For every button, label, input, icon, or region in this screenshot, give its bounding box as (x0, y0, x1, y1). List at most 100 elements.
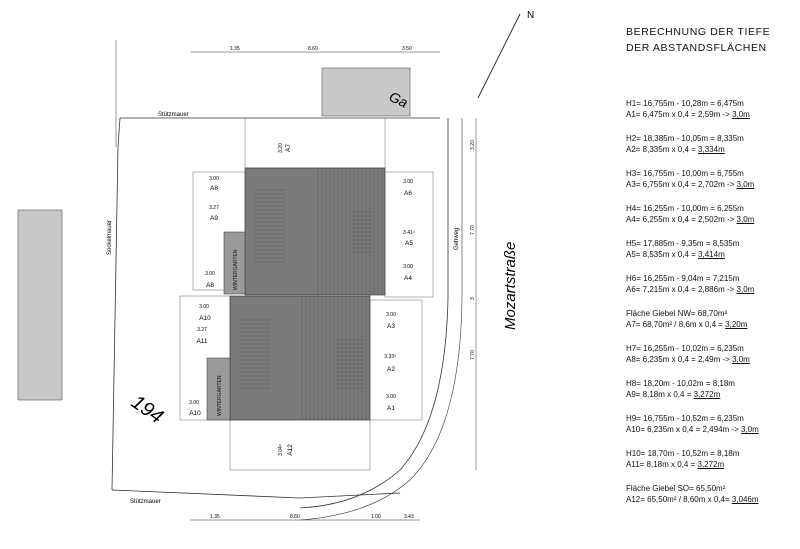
area-name: A4 (404, 275, 412, 282)
dim-bottom-3: 1.00 (371, 514, 381, 520)
area-depth: 3.00 (403, 179, 413, 185)
area-depth: 3.33³ (384, 354, 396, 360)
calc-line2-text: A5= 8,535m x 0,4 = (626, 250, 699, 259)
calc-line2: A1= 6,475m x 0,4 = 2,59m -> 3,0m (626, 109, 796, 120)
dim-right-bot: 7.70 (470, 350, 476, 360)
garage (321, 67, 411, 117)
calc-title: BERECHNUNG DER TIEFE DER ABSTANDSFLÄCHEN (626, 24, 796, 56)
calc-line2-text: A3= 6,755m x 0,4 = 2,702m -> (626, 180, 737, 189)
stuetzmauer-top-label: Stützmauer (158, 112, 189, 118)
area-depth: 3.20 (278, 143, 284, 153)
north-arrow (477, 13, 521, 99)
house-upper (244, 167, 386, 296)
area-name: A2 (387, 366, 395, 373)
calc-result: 3,20m (725, 320, 748, 329)
calc-line2: A6= 7,215m x 0,4 = 2,886m -> 3,0m (626, 284, 796, 295)
calculation-panel: BERECHNUNG DER TIEFE DER ABSTANDSFLÄCHEN… (626, 24, 796, 518)
area-name: A11 (196, 338, 207, 345)
calc-line1: H8= 18,20m - 10,02m = 8,18m (626, 379, 735, 388)
area-depth: 3.00 (386, 394, 396, 400)
area-depth: 3.00 (189, 400, 199, 406)
dim-bottom-2: 8.60 (290, 514, 300, 520)
wintergarten-lower-label: WINTERGARTEN (217, 375, 223, 416)
north-label: N (527, 10, 534, 21)
calc-line1: H2= 18,385m - 10,05m = 8,335m (626, 134, 744, 143)
area-depth: 3.00 (386, 312, 396, 318)
dim-bottom-4: 3.43 (404, 514, 414, 520)
calc-line1: H7= 16,255m - 10,02m = 6,235m (626, 344, 744, 353)
site-plan: N 1.35 8.60 3.50 1.35 8.60 1.00 3.43 3.2… (17, 10, 534, 521)
calc-line1: H9= 16,755m - 10,52m = 6,235m (626, 414, 744, 423)
wintergarten-upper (223, 231, 246, 295)
calc-line2: A9= 8,18m x 0,4 = 3,272m (626, 389, 796, 400)
street-label: Mozartstraße (502, 242, 519, 330)
area-depth: 3.04⁶ (278, 444, 284, 456)
stuetzmauer-bottom-label: Stützmauer (130, 499, 161, 505)
calc-result: 3,0m (740, 425, 759, 434)
area-name: A6 (404, 190, 412, 197)
area-name: A12 (287, 444, 294, 456)
calc-line1: H10= 18,70m - 10,52m = 8,18m (626, 449, 740, 458)
calc-result: 3,414m (698, 250, 725, 259)
area-depth: 3.00 (199, 304, 209, 310)
calc-line2: A2= 8,335m x 0,4 = 3,334m (626, 144, 796, 155)
roof-hatch (240, 168, 383, 420)
calc-line1: H6= 16,255m - 9,04m = 7,215m (626, 274, 740, 283)
area-name: A8 (206, 282, 214, 289)
area-a7-box (244, 117, 386, 169)
calc-line2: A5= 8,535m x 0,4 = 3,414m (626, 249, 796, 260)
calc-line2-text: A10= 6,235m x 0,4 = 2,494m -> (626, 425, 741, 434)
area-name: A1 (387, 405, 395, 412)
calc-result: 3,0m (732, 110, 750, 119)
area-name: A9 (210, 215, 218, 222)
area-depth: 3.27 (209, 205, 219, 211)
calc-line1: H1= 16,755m - 10,28m = 6,475m (626, 99, 744, 108)
wintergarten-upper-label: WINTERGARTEN (233, 249, 239, 290)
neighbor-building (17, 209, 63, 401)
calc-line2: A4= 6,255m x 0,4 = 2,502m -> 3,0m (626, 214, 796, 225)
dim-bottom-1: 1.35 (210, 514, 220, 520)
dim-top-1: 1.35 (230, 46, 240, 52)
calc-line2: A3= 6,755m x 0,4 = 2,702m -> 3,0m (626, 179, 796, 190)
dim-right-mid: 7.70 (470, 225, 476, 235)
plot-boundary-bottom (111, 489, 401, 499)
dim-right-top: 3.20 (470, 140, 476, 150)
plot-boundary-left (111, 117, 121, 491)
calc-line2: A8= 6,235m x 0,4 = 2,49m -> 3,0m (626, 354, 796, 365)
garage-label: Ga (387, 88, 411, 110)
parcel-label: 194 (127, 391, 167, 428)
calc-line2-text: A4= 6,255m x 0,4 = 2,502m -> (626, 215, 737, 224)
calc-line2-text: A1= 6,475m x 0,4 = 2,59m -> (626, 110, 733, 119)
wintergarten-lower (206, 357, 231, 421)
calc-line1: H5= 17,885m - 9,35m = 8,535m (626, 239, 740, 248)
area-depth: 3.27 (197, 327, 207, 333)
calc-result: 3,0m (736, 180, 755, 189)
area-depth: 3.00 (403, 264, 413, 270)
calc-line2-text: A7= 68,70m² / 8,6m x 0,4 = (626, 320, 726, 329)
dim-right-mid2: 3 (470, 297, 476, 300)
area-labels: A73.20A83.00A93.27A83.00A63.00A53.41⁴A43… (189, 143, 415, 456)
area-name: A7 (285, 144, 292, 152)
calc-result: 3,0m (732, 355, 750, 364)
area-name: A8 (210, 185, 218, 192)
calc-line2-text: A6= 7,215m x 0,4 = 2,886m -> (626, 285, 737, 294)
dim-top-2: 8.60 (308, 46, 318, 52)
area-a12-box (229, 419, 371, 471)
calc-line1: H4= 16,255m - 10,00m = 6,255m (626, 204, 744, 213)
calc-result: 3,272m (697, 460, 725, 469)
area-name: A3 (387, 323, 395, 330)
calc-line2: A10= 6,235m x 0,4 = 2,494m -> 3,0m (626, 424, 796, 435)
calc-line2: A11= 8,18m x 0,4 = 3,272m (626, 459, 796, 470)
calc-line2: A12= 65,50m² / 8,60m x 0,4= 3,046m (626, 494, 796, 505)
calc-line1: H3= 16,755m - 10,00m = 6,755m (626, 169, 744, 178)
calc-line2: A7= 68,70m² / 8,6m x 0,4 = 3,20m (626, 319, 796, 330)
